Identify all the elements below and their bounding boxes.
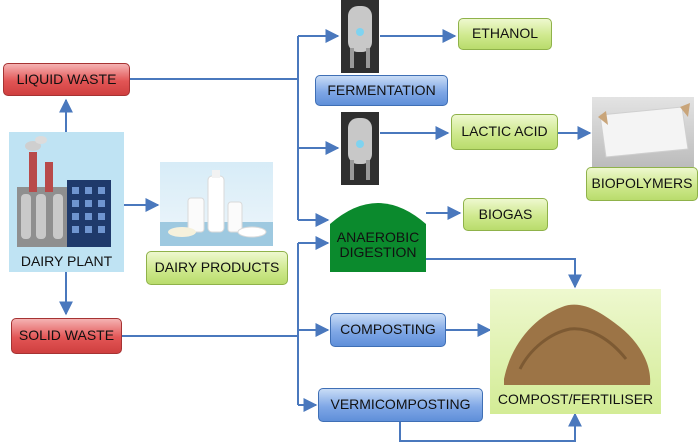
- dairy-products-box: DAIRY PRODUCTS: [146, 251, 288, 285]
- liquid-waste-box: LIQUID WASTE: [3, 63, 130, 96]
- lactic-tank-image: [341, 112, 379, 185]
- dairy-plant-label: DAIRY PLANT: [20, 253, 113, 270]
- arrow-vermi-to-compost: [399, 412, 582, 442]
- dairy-plant-image: [9, 132, 124, 272]
- plastic-bag-icon: [598, 103, 690, 158]
- arrow-digestion-to-compost: [426, 258, 582, 289]
- dairy-products-image: [160, 162, 273, 246]
- compost-fertiliser-label: COMPOST/FERTILISER: [497, 391, 654, 408]
- vermicomposting-box: VERMICOMPOSTING: [318, 388, 483, 422]
- ethanol-box: ETHANOL: [458, 18, 552, 50]
- fermentation-tank-image: [341, 0, 379, 73]
- fermenter-tank-icon: [348, 118, 372, 180]
- milk-bottles-icon: [160, 170, 273, 246]
- factory-icon: [17, 136, 111, 247]
- biopolymers-image: [592, 97, 694, 167]
- fermentation-box: FERMENTATION: [315, 75, 448, 106]
- anaerobic-digester-shape: [330, 203, 426, 272]
- lactic-acid-box: LACTIC ACID: [451, 114, 558, 150]
- biopolymers-box: BIOPOLYMERS: [586, 167, 698, 201]
- fermenter-tank-icon: [348, 6, 372, 68]
- compost-pile-icon: [504, 304, 651, 385]
- solid-waste-box: SOLID WASTE: [11, 318, 122, 354]
- anaerobic-digestion-label: ANAEROBIC DIGESTION: [330, 223, 426, 267]
- composting-box: COMPOSTING: [330, 313, 446, 347]
- biogas-box: BIOGAS: [463, 198, 548, 231]
- compost-image: [490, 289, 661, 414]
- anaerobic-label-line2: DIGESTION: [339, 244, 417, 260]
- anaerobic-label-line1: ANAEROBIC: [336, 228, 420, 245]
